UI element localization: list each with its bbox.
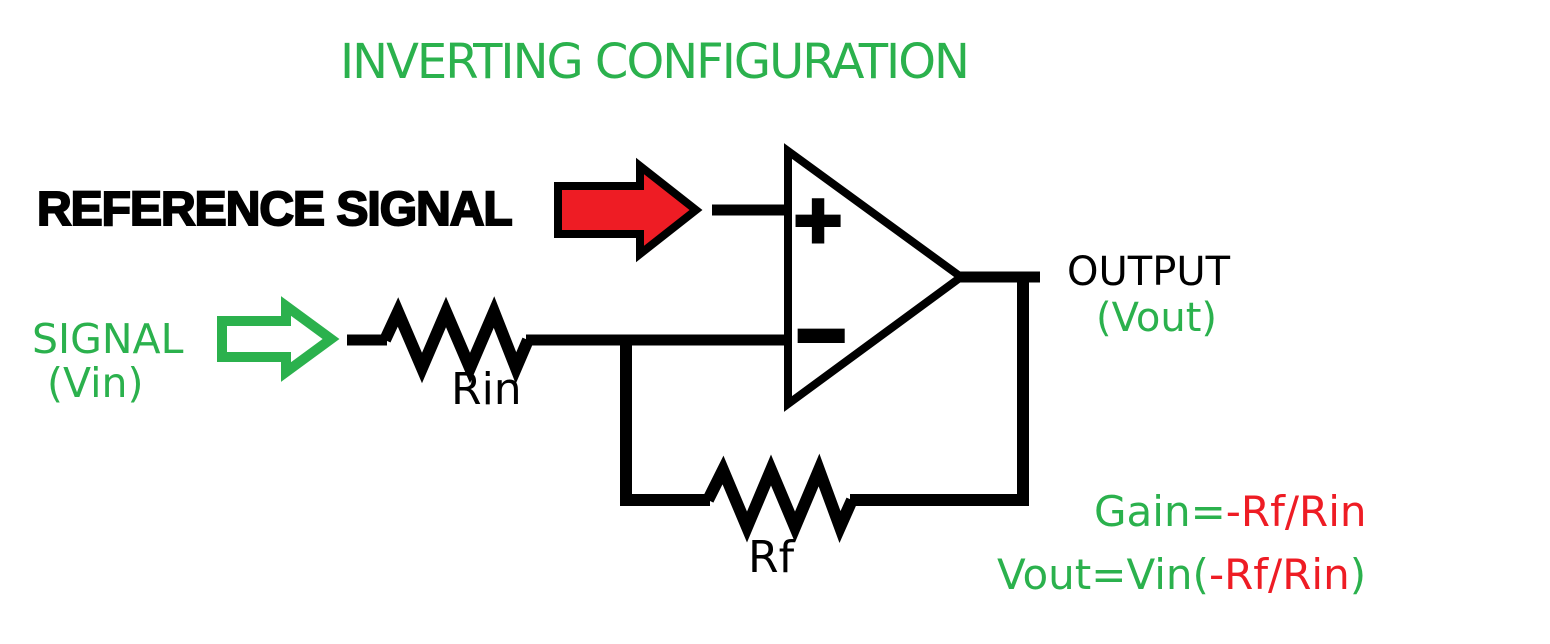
rin-resistor-label: Rin	[451, 364, 522, 415]
rin-resistor	[379, 296, 534, 384]
rf-resistor	[702, 453, 858, 543]
gain-formula-rhs: -Rf/Rin	[1225, 487, 1367, 536]
vout-label: (Vout)	[1096, 295, 1217, 341]
vout-formula-lhs: Vout=Vin(	[997, 550, 1209, 599]
minus-symbol: −	[794, 298, 848, 372]
plus-symbol: +	[791, 183, 845, 257]
reference-signal-label: REFERENCE SIGNAL	[36, 182, 514, 237]
vout-formula-rhs: )	[1349, 550, 1367, 599]
gain-formula: Gain=-Rf/Rin	[1094, 487, 1367, 536]
rf-resistor-label: Rf	[748, 532, 795, 583]
vout-formula: Vout=Vin(-Rf/Rin)	[997, 550, 1366, 599]
diagram-title: INVERTING CONFIGURATION	[340, 34, 970, 90]
signal-label: SIGNAL	[32, 315, 184, 363]
vin-label: (Vin)	[47, 359, 144, 407]
opamp-triangle	[784, 143, 968, 412]
green-arrow-icon	[217, 296, 340, 382]
output-label: OUTPUT	[1067, 249, 1231, 295]
vout-formula-mid: -Rf/Rin	[1208, 550, 1350, 599]
gain-formula-lhs: Gain=	[1094, 487, 1226, 536]
red-arrow-icon	[554, 157, 703, 263]
